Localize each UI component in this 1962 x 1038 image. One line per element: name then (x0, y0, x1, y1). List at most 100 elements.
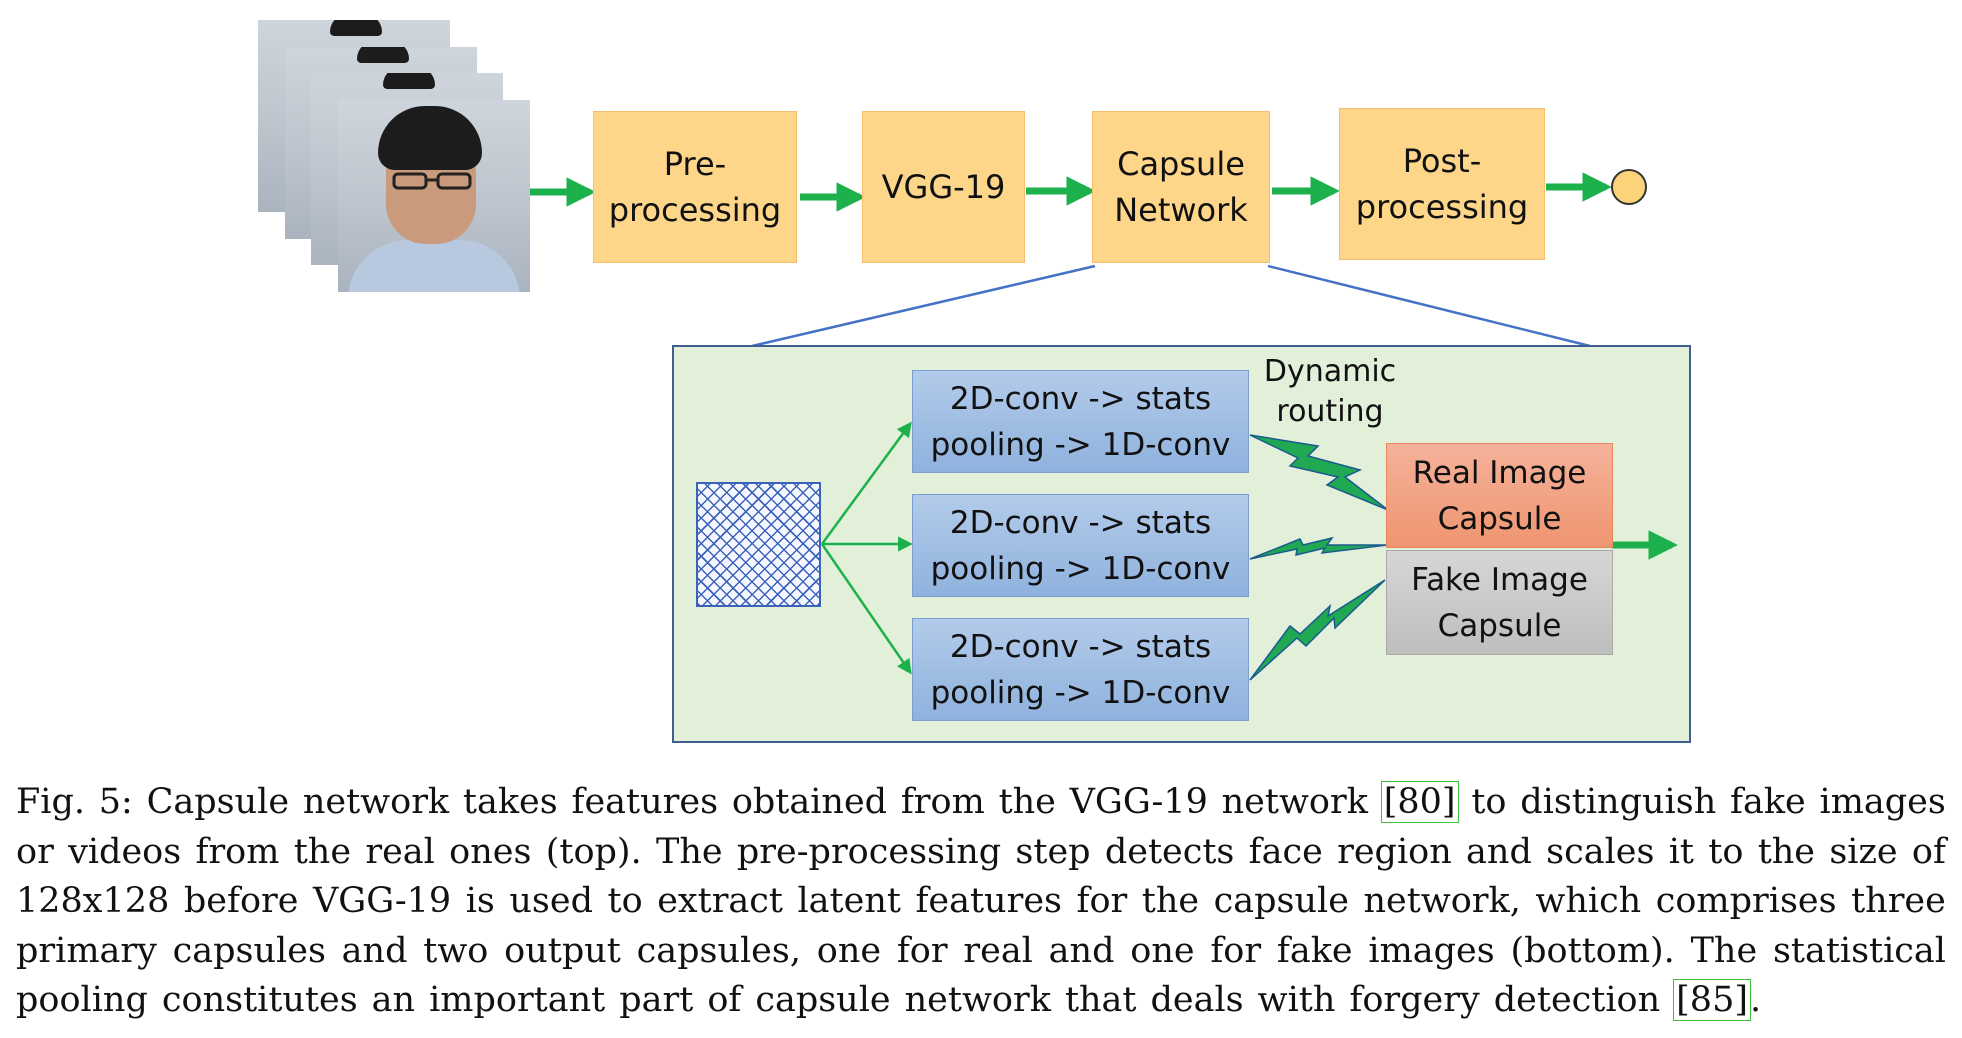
caption-word: three (1851, 881, 1946, 921)
caption-word: the (998, 782, 1056, 822)
caption-word: distinguish (1520, 782, 1717, 822)
real-capsule-line-1: Real Image (1412, 454, 1587, 491)
output-circle-icon (1611, 169, 1647, 205)
caption-word: images (1819, 782, 1946, 822)
caption-word: one (816, 930, 882, 971)
preprocessing-label-2: processing (608, 191, 782, 229)
caption-word: of (707, 980, 742, 1020)
caption-word: used (509, 881, 594, 921)
caption-word: of (1911, 831, 1946, 872)
caption-word: primary (16, 930, 157, 971)
caption-word: the (1141, 881, 1200, 921)
caption-word: before (183, 881, 299, 921)
caption-word: part (619, 980, 694, 1020)
caption-word: from (195, 831, 280, 872)
caption-word: constitutes (161, 980, 358, 1020)
caption-word: deals (1150, 980, 1244, 1020)
caption-word: or (16, 831, 54, 872)
caption-word: Fig. (16, 782, 86, 822)
primary-capsule-3-line-2: pooling -> 1D-conv (930, 674, 1231, 711)
citation-link[interactable]: [80] (1380, 781, 1459, 823)
caption-word: to (607, 881, 643, 921)
caption-word: extract (657, 881, 783, 921)
caption-word: [80] (1380, 778, 1459, 828)
caption-word: capsules, (636, 930, 801, 971)
caption-word: face (1248, 831, 1323, 872)
caption-word: one (1130, 930, 1195, 971)
vgg19-box: VGG-19 (862, 111, 1025, 263)
caption-word: two (423, 930, 489, 971)
face-photo (338, 100, 530, 292)
caption-word: detection (1493, 980, 1661, 1020)
caption-word: which (1535, 881, 1642, 921)
caption-word: that (1064, 980, 1137, 1020)
preprocessing-box: Pre-processing (593, 111, 797, 263)
lightning-routing-icon-bottom (1249, 579, 1386, 681)
caption-word: comprises (1655, 881, 1837, 921)
caption-word: output (504, 930, 621, 971)
caption-word: for (896, 930, 948, 971)
caption-word: The (655, 831, 723, 872)
caption-word: important (429, 980, 606, 1020)
postprocessing-label-1: Post- (1402, 142, 1482, 180)
caption-word: pooling (16, 980, 148, 1020)
caption-word: The (1690, 930, 1758, 971)
caption-word: step (1015, 831, 1091, 872)
primary-capsule-1-line-1: 2D-conv -> stats (949, 380, 1212, 417)
glasses-icon (392, 172, 472, 190)
capsule-label-2: Network (1114, 191, 1248, 229)
primary-capsule-3-line-1: 2D-conv -> stats (949, 628, 1212, 665)
caption-word: images (1368, 930, 1495, 971)
caption-word: [85]. (1673, 979, 1762, 1021)
caption-word: and (1048, 930, 1115, 971)
postprocessing-label-2: processing (1355, 188, 1529, 226)
caption-word: capsule (1213, 881, 1349, 921)
caption-word: obtained (731, 782, 888, 822)
primary-capsule-2: 2D-conv -> stats pooling -> 1D-conv (912, 494, 1249, 597)
caption-word: it (1668, 831, 1694, 872)
caption-word: network (1221, 782, 1368, 822)
caption-word: and (341, 930, 408, 971)
dynamic-routing-line-1: Dynamic (1263, 354, 1397, 389)
fake-capsule-line-2: Capsule (1437, 607, 1562, 644)
primary-capsule-2-line-1: 2D-conv -> stats (949, 504, 1212, 541)
primary-capsule-2-line-2: pooling -> 1D-conv (930, 550, 1231, 587)
caption-word: videos (68, 831, 182, 872)
caption-word: VGG-19 (1069, 782, 1208, 822)
vgg19-label: VGG-19 (881, 168, 1006, 206)
fanout-arrow-bottom (820, 543, 912, 675)
caption-word: 128x128 (16, 881, 170, 921)
primary-capsule-3: 2D-conv -> stats pooling -> 1D-conv (912, 618, 1249, 721)
preprocessing-label-1: Pre- (663, 145, 727, 183)
postprocessing-box: Post-processing (1339, 108, 1545, 260)
caption-word: network (904, 980, 1051, 1020)
lightning-routing-icon-mid (1249, 536, 1388, 560)
caption-word: fake (1276, 930, 1353, 971)
caption-word: Capsule (146, 782, 290, 822)
caption-word: latent (797, 881, 901, 921)
caption-word: features (571, 782, 719, 822)
feature-map-grid-icon (696, 482, 821, 607)
caption-word: the (1757, 831, 1816, 872)
caption-word: ones (449, 831, 532, 872)
fake-capsule-line-1: Fake Image (1411, 561, 1588, 598)
caption-word: forgery (1349, 980, 1480, 1020)
zoom-line-left (751, 264, 1096, 348)
caption-word: (top). (545, 831, 642, 872)
caption-word: region (1337, 831, 1452, 872)
caption-word: from (900, 782, 985, 822)
caption-word: an (371, 980, 416, 1020)
caption-word: pre-processing (736, 831, 1002, 872)
citation-link[interactable]: [85] (1673, 979, 1752, 1021)
caption-word: to (1708, 831, 1744, 872)
